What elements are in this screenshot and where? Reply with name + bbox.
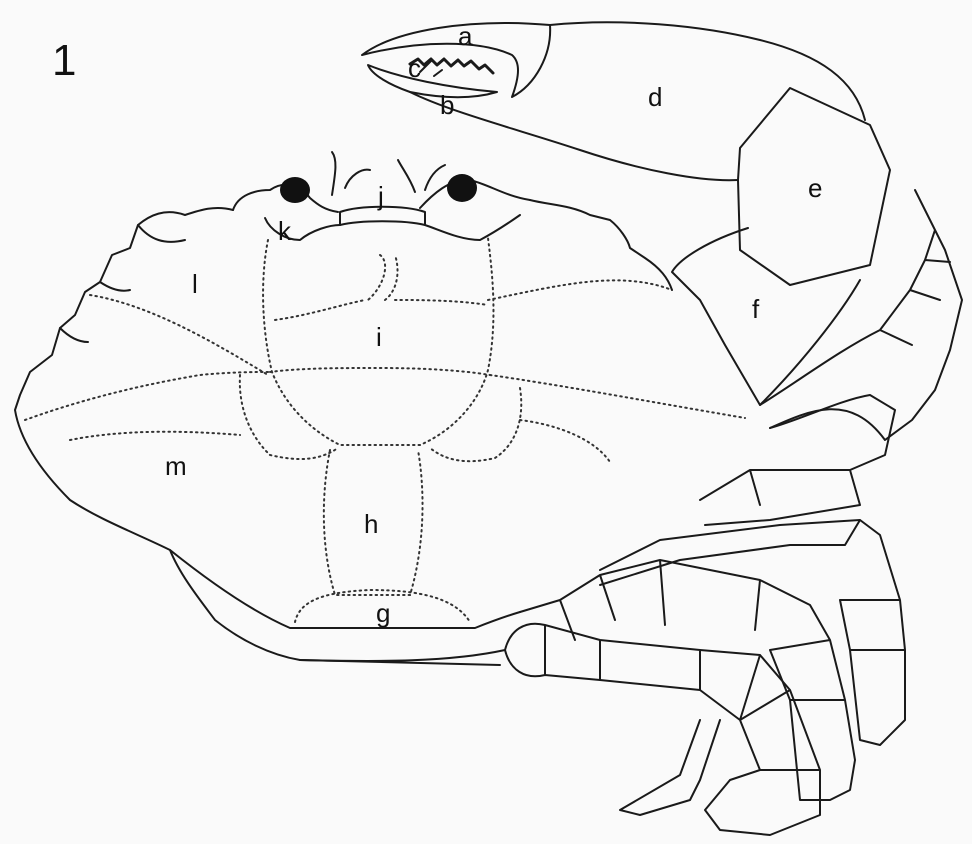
anterolateral-teeth	[60, 225, 185, 342]
leg-3	[600, 520, 905, 745]
left-antenna	[332, 152, 370, 195]
label-e: e	[808, 173, 822, 203]
orbital-region-right	[425, 215, 520, 240]
label-a: a	[458, 21, 473, 51]
walking-legs	[300, 190, 962, 835]
label-g: g	[376, 598, 390, 628]
label-f: f	[752, 294, 760, 324]
gastric-inner	[368, 255, 398, 300]
orbital-region	[265, 218, 340, 240]
label-c: c	[408, 53, 421, 83]
region-labels: a b c d e f g h i j k l m	[165, 21, 822, 628]
posterior-margin	[170, 550, 520, 628]
right-eye	[447, 174, 477, 202]
branchial-line-ur	[488, 280, 672, 300]
label-h: h	[364, 509, 378, 539]
gastric-groove	[270, 368, 490, 375]
chela-palm	[550, 22, 865, 120]
branchial-far-r	[520, 420, 610, 462]
carapace-lower-join	[300, 650, 505, 661]
merus-segment	[672, 228, 860, 405]
region-boundaries	[25, 238, 745, 622]
gastric-midline	[275, 300, 488, 320]
leg-1	[760, 190, 962, 440]
branchial-far-l	[70, 432, 240, 440]
label-i: i	[376, 322, 382, 352]
branchial-lower-r	[430, 388, 521, 461]
label-j: j	[377, 181, 384, 211]
branchial-line-r	[490, 375, 745, 418]
label-b: b	[440, 90, 454, 120]
cheliped	[362, 22, 890, 405]
label-l: l	[192, 269, 198, 299]
chela-dactyl	[368, 65, 497, 97]
label-k: k	[278, 216, 292, 246]
label-d: d	[648, 82, 662, 112]
left-eye	[280, 177, 310, 203]
label-m: m	[165, 451, 187, 481]
leg-5-dactyl	[620, 720, 720, 815]
chela-lower-margin	[410, 92, 738, 180]
branchial-line-l	[90, 295, 268, 375]
leg-4	[520, 560, 855, 800]
figure-number: 1	[52, 36, 76, 85]
right-antenna	[398, 160, 445, 192]
branchial-lower-l	[240, 375, 338, 459]
branchial-line-m	[25, 372, 270, 420]
